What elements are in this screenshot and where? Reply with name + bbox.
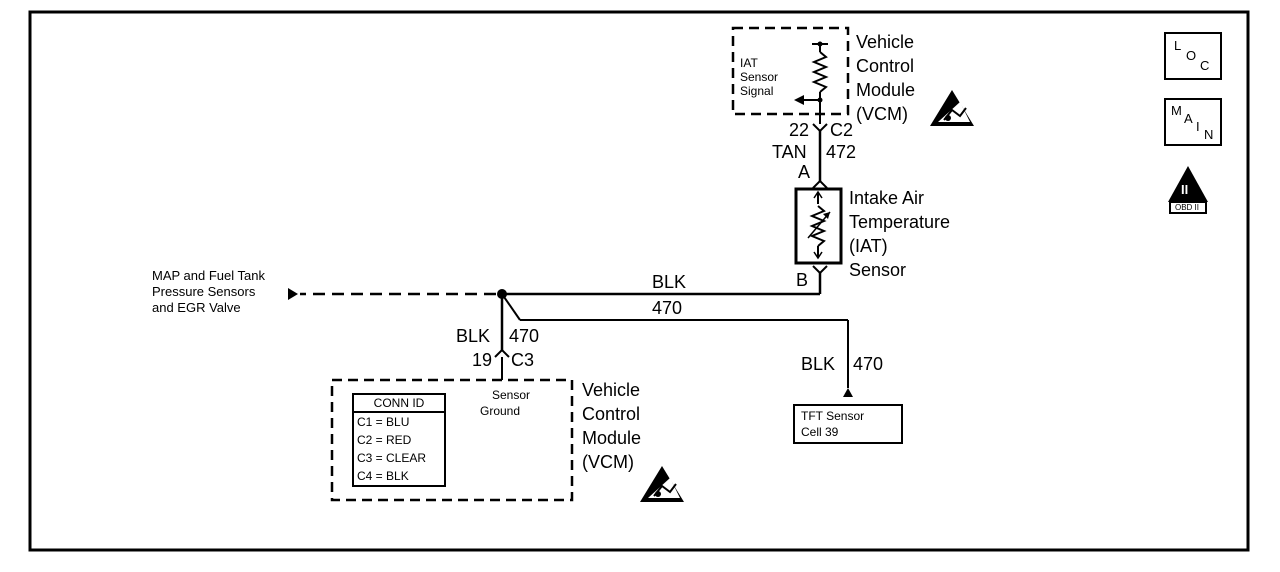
sensor-ground-label-2: Ground xyxy=(480,404,521,418)
bottom-vcm-box xyxy=(330,378,574,502)
iat-pin-a: A xyxy=(798,162,811,182)
iat-title-3: (IAT) xyxy=(849,236,888,256)
iat-title-1: Intake Air xyxy=(849,188,925,208)
top-vcm-box xyxy=(731,26,850,116)
pin-a-symbol xyxy=(812,179,828,189)
conn-id-row: C2 = RED xyxy=(357,433,412,447)
main-icon[interactable]: M A I N xyxy=(1164,98,1222,146)
top-vcm-title-1: Vehicle xyxy=(856,32,915,52)
bottom-vcm-title-1: Vehicle xyxy=(582,380,641,400)
conn-id-table: CONN ID C1 = BLU C2 = RED C3 = CLEAR C4 … xyxy=(352,393,446,487)
iat-pin-b: B xyxy=(796,270,809,290)
loc-icon[interactable]: L O C xyxy=(1164,32,1222,80)
iat-title-4: Sensor xyxy=(849,260,907,280)
c2-connector-label: C2 xyxy=(830,120,854,140)
tft-box-line-2: Cell 39 xyxy=(801,425,839,439)
c3-connector-symbol xyxy=(494,348,510,358)
tft-wire-color: BLK xyxy=(801,354,836,374)
tft-branch-diagonal xyxy=(501,293,521,321)
esd-icon-top xyxy=(929,89,975,127)
pin-b-symbol xyxy=(812,265,828,275)
bottom-vcm-title-4: (VCM) xyxy=(582,452,634,472)
map-note-2: Pressure Sensors xyxy=(152,284,256,299)
c2-pin-number: 22 xyxy=(789,120,810,140)
tft-wire-circuit: 470 xyxy=(853,354,884,374)
pullup-resistor xyxy=(811,51,829,93)
c3-wire-color: BLK xyxy=(456,326,491,346)
iat-title-2: Temperature xyxy=(849,212,951,232)
iat-signal-label-3: Signal xyxy=(740,84,774,98)
tan-wire-color: TAN xyxy=(772,142,807,162)
obd-label: OBD II xyxy=(1175,203,1200,212)
ground-wire-circuit: 470 xyxy=(652,298,683,318)
signal-arrow xyxy=(794,95,804,105)
map-arrow xyxy=(288,288,298,300)
tan-wire-circuit: 472 xyxy=(826,142,857,162)
bottom-vcm-title-3: Module xyxy=(582,428,642,448)
thermistor xyxy=(809,205,827,247)
bottom-vcm-title-2: Control xyxy=(582,404,641,424)
tft-arrow xyxy=(843,388,853,397)
top-vcm-title-3: Module xyxy=(856,80,916,100)
c2-connector-symbol xyxy=(812,123,828,133)
c3-wire-circuit: 470 xyxy=(509,326,540,346)
diagram-frame xyxy=(28,10,1250,552)
top-vcm-title-4: (VCM) xyxy=(856,104,908,124)
obd-triangle xyxy=(1168,166,1208,202)
top-vcm-title-2: Control xyxy=(856,56,915,76)
c3-pin-number: 19 xyxy=(472,350,493,370)
tft-reference-box[interactable]: TFT Sensor Cell 39 xyxy=(793,404,903,444)
tft-box-line-1: TFT Sensor xyxy=(801,409,865,423)
map-note-3: and EGR Valve xyxy=(152,300,241,315)
conn-id-header: CONN ID xyxy=(354,395,444,413)
sensor-ground-label-1: Sensor xyxy=(492,388,531,402)
c3-connector-label: C3 xyxy=(511,350,535,370)
esd-icon-bottom xyxy=(639,465,685,503)
map-note-1: MAP and Fuel Tank xyxy=(152,268,265,283)
conn-id-row: C1 = BLU xyxy=(357,415,410,429)
conn-id-row: C4 = BLK xyxy=(357,469,409,483)
iat-signal-label-1: IAT xyxy=(740,56,758,70)
conn-id-row: C3 = CLEAR xyxy=(357,451,427,465)
obd-numeral: II xyxy=(1181,182,1189,197)
ground-wire-color: BLK xyxy=(652,272,687,292)
iat-signal-label-2: Sensor xyxy=(740,70,779,84)
